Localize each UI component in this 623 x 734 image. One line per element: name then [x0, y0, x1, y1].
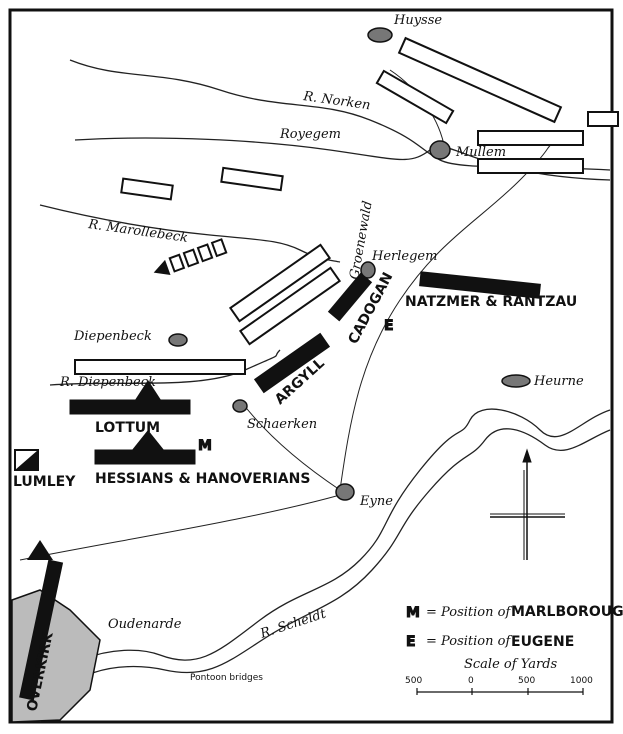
village-huysse: [367, 27, 393, 43]
marker-eugene: E: [384, 318, 394, 334]
legend-m-name: MARLBOROUGH: [511, 604, 623, 620]
village-schaerken: [232, 399, 248, 413]
label-schaerken: Schaerken: [247, 417, 317, 432]
label-mullem: Mullem: [455, 145, 506, 160]
river-scheldt: [19, 408, 611, 721]
label-river-diepenbeck: R. Diepenbeck: [59, 375, 156, 390]
village-eyne: [335, 483, 355, 501]
legend-e-name: EUGENE: [511, 634, 574, 650]
river-scheldt-bank: [39, 428, 611, 723]
label-lumley: LUMLEY: [13, 474, 76, 490]
marker-marlborough: M: [198, 438, 212, 454]
river-diepenbeck: [49, 349, 281, 386]
legend-m-symbol: M: [406, 605, 420, 621]
scale-tick: 500: [405, 676, 422, 686]
scale-tick: 1000: [570, 676, 593, 686]
legend-e-symbol: E: [406, 634, 416, 650]
scale-bar: [416, 688, 584, 695]
road-east: [339, 139, 561, 491]
village-diepenbeck: [168, 333, 188, 347]
legend: M = Position of MARLBOROUGH E = Position…: [405, 604, 623, 695]
label-hessians-hanoverians: HESSIANS & HANOVERIANS: [95, 471, 310, 487]
label-oudenarde: Oudenarde: [108, 617, 182, 632]
label-lottum: LOTTUM: [95, 420, 160, 436]
french-units: [74, 36, 619, 375]
scale-tick: 500: [518, 676, 535, 686]
map-frame: [8, 8, 614, 724]
label-pontoon-bridges: Pontoon bridges: [190, 673, 263, 683]
allied-units: [14, 271, 541, 701]
label-huysse: Huysse: [393, 13, 442, 28]
road-schaerken: [239, 399, 341, 491]
legend-m-prefix: = Position of: [426, 605, 512, 620]
label-eyne: Eyne: [359, 494, 393, 509]
village-herlegem: [360, 261, 376, 279]
label-herlegem: Herlegem: [371, 249, 437, 264]
village-mullem: [429, 140, 451, 160]
label-river-scheldt: R. Scheldt: [258, 606, 329, 642]
label-river-marollebeck: R. Marollebeck: [86, 217, 189, 246]
label-heurne: Heurne: [533, 374, 584, 389]
compass-icon: [490, 448, 565, 560]
river-norken: [69, 59, 611, 171]
scale-tick: 0: [468, 676, 474, 686]
label-natzmer-rantzau: NATZMER & RANTZAU: [405, 294, 577, 310]
village-heurne: [501, 374, 531, 388]
road-west: [19, 494, 341, 561]
legend-e-prefix: = Position of: [426, 634, 512, 649]
label-diepenbeck: Diepenbeck: [73, 329, 152, 344]
scale-title: Scale of Yards: [464, 657, 558, 672]
label-royegem: Royegem: [279, 127, 341, 142]
